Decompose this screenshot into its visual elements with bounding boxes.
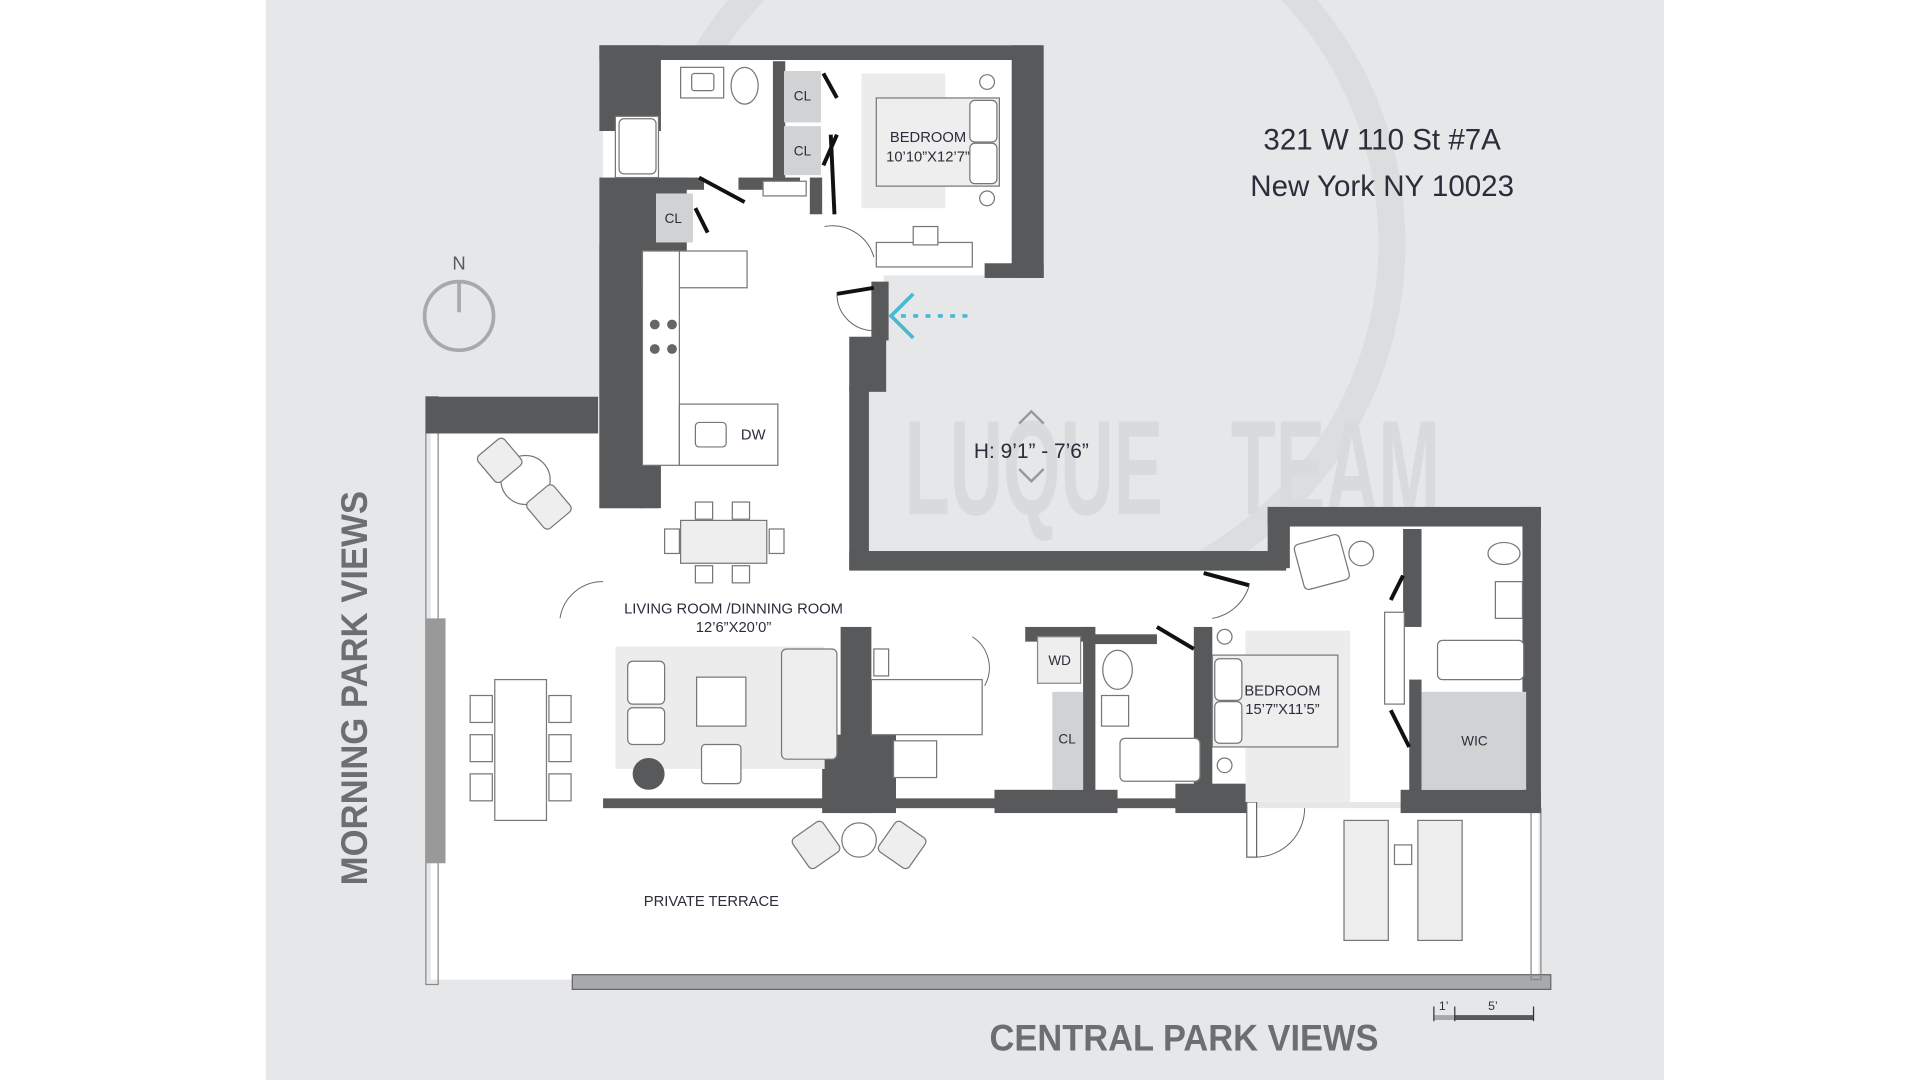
scale-large-label: 5’: [1488, 999, 1498, 1013]
laundry-label: WD: [1048, 653, 1071, 668]
scale-bar: 1’ 5’: [1433, 999, 1535, 1022]
living-furniture: [615, 646, 1201, 790]
bedroom-east: BEDROOM 15’7”X11’5”: [1211, 534, 1525, 803]
closet-label-2: CL: [794, 144, 812, 159]
bedroom-north-name: BEDROOM: [890, 130, 966, 146]
bedroom-east-name: BEDROOM: [1244, 684, 1320, 700]
closet-label-4: CL: [1058, 731, 1076, 746]
ceiling-height-label: H: 9’1” - 7’6”: [974, 440, 1089, 463]
terrace-floor: [430, 397, 1539, 980]
central-park-views-label: CENTRAL PARK VIEWS: [990, 1018, 1379, 1059]
living-room-dims: 12’6”X20’0”: [696, 620, 772, 636]
bedroom-east-dims: 15’7”X11’5”: [1245, 702, 1319, 718]
living-room-name: LIVING ROOM /DINNING ROOM: [624, 602, 843, 618]
closet-label-1: CL: [794, 88, 812, 103]
watermark-left: LUQUE: [905, 393, 1163, 544]
terrace-furniture: PRIVATE TERRACE: [469, 437, 1463, 942]
morning-park-views-label: MORNING PARK VIEWS: [334, 491, 375, 885]
entry-arrow-icon: [888, 292, 973, 340]
ceiling-height: H: 9’1” - 7’6”: [974, 409, 1089, 483]
address-line-2: New York NY 10023: [1250, 170, 1514, 203]
bathroom-north-fixtures: [614, 66, 807, 197]
compass-label: N: [452, 252, 465, 273]
wic-label: WIC: [1461, 734, 1488, 749]
dining-table: [664, 501, 785, 584]
terrace-name: PRIVATE TERRACE: [644, 894, 779, 910]
north-compass-icon: N: [422, 252, 496, 353]
dishwasher-label: DW: [741, 428, 766, 444]
doors: [559, 72, 1411, 858]
terrace-railing-south: [571, 974, 1552, 990]
kitchen: DW: [641, 250, 779, 466]
interior-floor: [603, 55, 1536, 803]
bedroom-north: BEDROOM 10’10”X12’7”: [861, 73, 1001, 268]
address-line-1: 321 W 110 St #7A: [1263, 123, 1501, 156]
bedroom-north-dims: 10’10”X12’7”: [886, 150, 970, 166]
closets: CL CL CL CL WD WIC: [656, 71, 1527, 790]
closet-label-3: CL: [665, 211, 683, 226]
scale-small-label: 1’: [1439, 999, 1449, 1013]
